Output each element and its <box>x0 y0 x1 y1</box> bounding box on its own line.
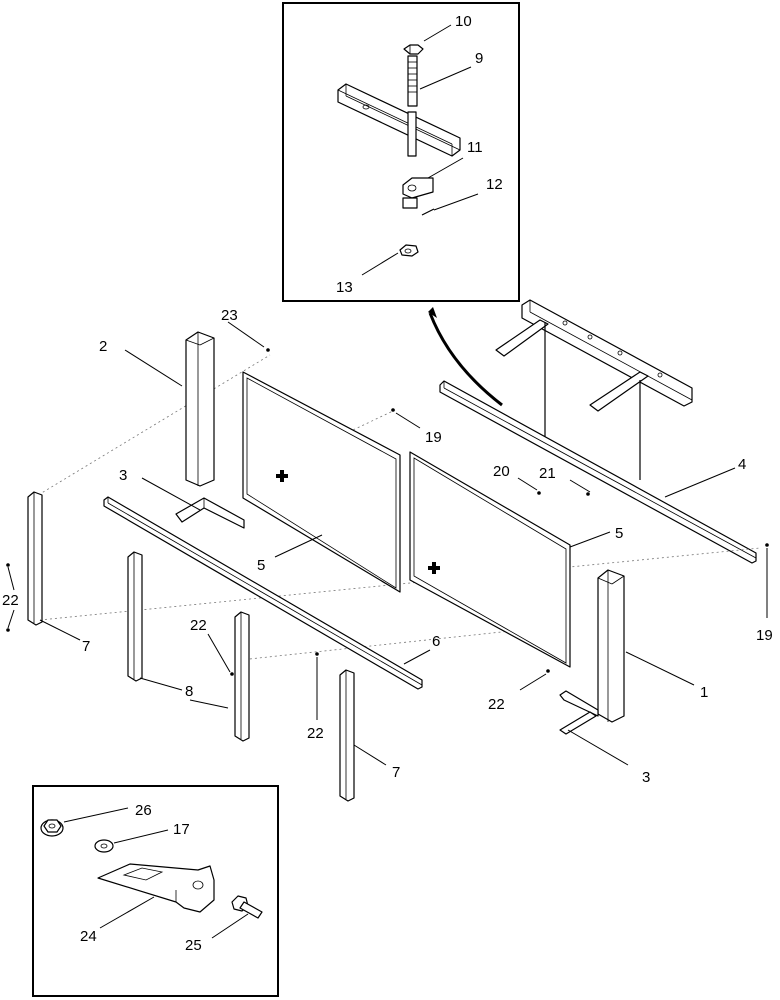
threaded-rod-part-9 <box>407 55 418 107</box>
post-part-7-right <box>339 669 355 802</box>
top-detail-inset: 10 9 11 12 13 <box>282 2 520 302</box>
callout-12: 12 <box>486 176 503 193</box>
bracket-part-24 <box>97 863 215 913</box>
callout-7-right: 7 <box>392 764 400 781</box>
callout-3-right: 3 <box>642 769 650 786</box>
channel-part-6 <box>103 496 423 690</box>
callout-19-right: 19 <box>756 627 773 644</box>
callout-4: 4 <box>738 456 746 473</box>
callout-24: 24 <box>80 928 97 945</box>
callout-9: 9 <box>475 50 483 67</box>
callout-10: 10 <box>455 13 472 30</box>
rod-lower <box>407 111 417 157</box>
callout-11: 11 <box>467 139 483 156</box>
angle-rail-part-4 <box>439 380 757 564</box>
callout-25: 25 <box>185 937 202 954</box>
corner-bracket-part-3-left <box>175 497 245 529</box>
callout-22-bottom: 22 <box>307 725 324 742</box>
callout-26: 26 <box>135 802 152 819</box>
callout-22-right: 22 <box>488 696 505 713</box>
panel-right-part-5 <box>409 451 571 668</box>
callout-19-top: 19 <box>425 429 442 446</box>
callout-20: 20 <box>493 463 510 480</box>
flange-nut-part-26 <box>40 819 64 837</box>
callout-23: 23 <box>221 307 238 324</box>
swivel-part-11 <box>402 177 434 209</box>
inset-frame-bottom <box>32 785 279 997</box>
bolt-part-25 <box>231 895 263 919</box>
detail-arrow <box>428 307 503 407</box>
upright-part-2 <box>185 331 215 487</box>
post-part-7-left <box>27 491 43 626</box>
clip-part-13 <box>399 244 419 257</box>
callout-21: 21 <box>539 465 556 482</box>
callout-7-left: 7 <box>82 638 90 655</box>
washer-part-17 <box>94 839 114 853</box>
support-frame <box>495 299 693 480</box>
callout-13: 13 <box>336 279 353 296</box>
channel-bracket <box>337 83 461 157</box>
fastener-dots <box>6 348 769 676</box>
callout-8: 8 <box>185 683 193 700</box>
bottom-detail-inset: 26 17 24 25 <box>32 785 279 997</box>
post-part-8-a <box>127 551 143 682</box>
callout-5-right: 5 <box>615 525 623 542</box>
panel-left-part-5 <box>242 371 401 593</box>
callout-22-mid: 22 <box>190 617 207 634</box>
callout-6: 6 <box>432 633 440 650</box>
post-part-8-b <box>234 611 250 742</box>
callout-3-left: 3 <box>119 467 127 484</box>
pin-part-12 <box>421 208 435 216</box>
leader-lines <box>7 321 768 766</box>
corner-bracket-part-3-right <box>559 690 599 735</box>
callout-5-left: 5 <box>257 557 265 574</box>
inset-frame-top <box>282 2 520 302</box>
upright-part-1 <box>597 569 625 723</box>
nut-part-10 <box>403 44 424 55</box>
callout-1: 1 <box>700 684 708 701</box>
callout-17: 17 <box>173 821 190 838</box>
callout-22-left: 22 <box>2 592 19 609</box>
callout-2: 2 <box>99 338 107 355</box>
